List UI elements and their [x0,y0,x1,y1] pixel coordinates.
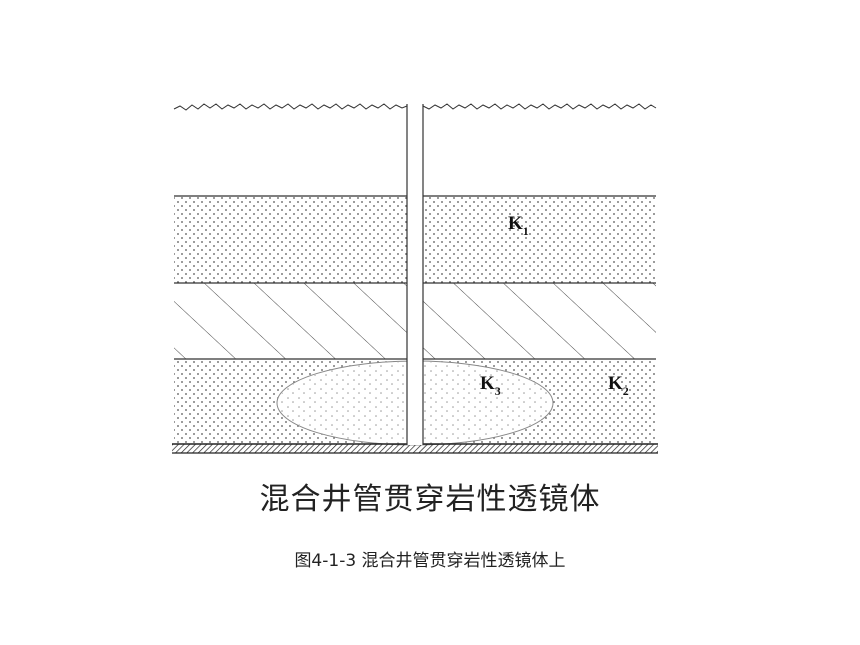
label-k3: K3 [480,373,501,398]
diagram-title: 混合井管贯穿岩性透镜体 [259,482,601,517]
well-casing [406,104,424,445]
label-k1: K1 [508,213,529,238]
ground-surface-left [173,103,408,111]
ground-surface [173,103,657,111]
impermeable-base [172,443,658,454]
label-k2: K2 [608,373,629,398]
ground-surface-right [422,103,657,110]
figure-caption: 图4-1-3 混合井管贯穿岩性透镜体上 [294,551,566,571]
